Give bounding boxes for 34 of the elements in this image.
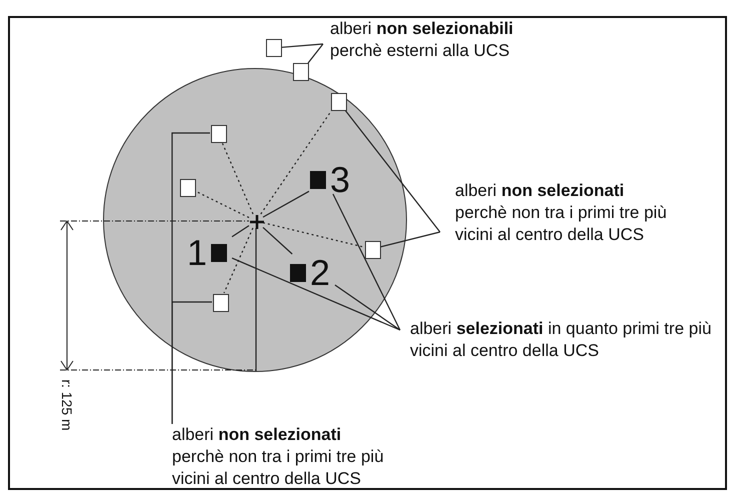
center-cross: [250, 215, 264, 229]
dotted-line: [262, 222, 364, 248]
annotation-text: perchè non tra i primi tre più vicini al centro della UCS: [455, 202, 668, 246]
leader-line: [262, 226, 293, 254]
tree-square: [213, 294, 229, 312]
annotation-text: alberi non selezionati: [455, 180, 626, 202]
leader-line: [380, 231, 440, 248]
annotation-text: perchè non tra i primi tre più vicini al centro della UCS: [172, 446, 385, 490]
tree-number: 1: [187, 235, 208, 271]
leader-line: [332, 194, 401, 330]
annotation-text: alberi selezionati in quanto primi tre più vicini al centro della UCS: [410, 318, 712, 362]
leader-line: [262, 190, 310, 218]
leader-line: [308, 44, 324, 64]
tree-number: 3: [330, 162, 350, 198]
annotation-text: perchè esterni alla UCS: [330, 40, 511, 62]
dotted-line: [194, 190, 250, 218]
tree-square: [331, 93, 347, 111]
dotted-line: [221, 142, 254, 214]
tree-square: [211, 125, 227, 143]
tree-number: 2: [310, 255, 330, 291]
tree-square: [266, 39, 282, 57]
dotted-line: [223, 228, 254, 294]
radius-label: r: 125 m: [59, 379, 75, 431]
tree-square: [365, 241, 381, 259]
leader-line: [172, 301, 212, 424]
tree-square: [293, 63, 309, 81]
annotation-text: alberi non selezionabili: [330, 18, 514, 40]
leader-line: [334, 284, 400, 330]
leader-line: [282, 43, 324, 48]
tree-square: [180, 179, 196, 197]
leader-line: [344, 110, 440, 232]
leader-line: [232, 225, 250, 238]
annotation-text: alberi non selezionati: [172, 424, 342, 446]
leader-line: [232, 258, 400, 331]
